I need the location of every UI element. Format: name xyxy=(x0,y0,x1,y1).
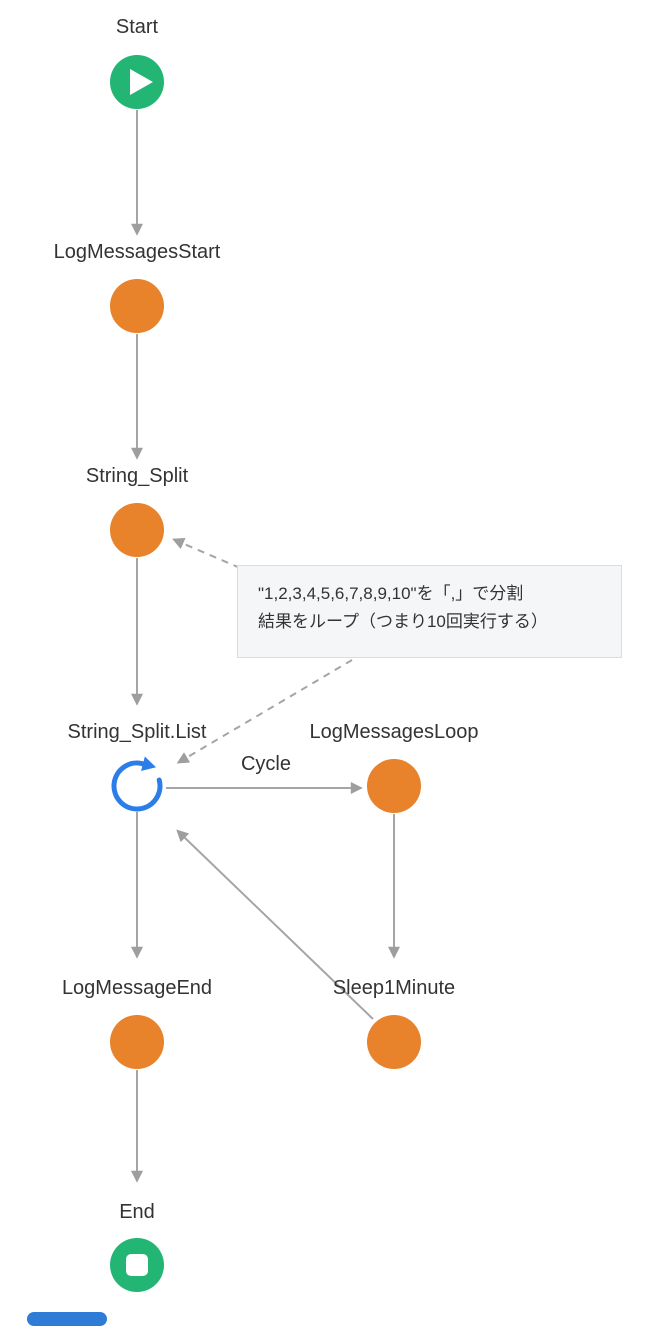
node-label-stringsplitlist: String_Split.List xyxy=(67,721,207,743)
node-label-logmessagesstart: LogMessagesStart xyxy=(53,241,221,263)
node-label-logmessagesloop: LogMessagesLoop xyxy=(309,721,479,743)
annotation-note-line1: "1,2,3,4,5,6,7,8,9,10"を「,」で分割 xyxy=(258,584,524,603)
node-sleep1minute[interactable] xyxy=(367,1015,421,1069)
edge-label-cycle: Cycle xyxy=(240,753,291,775)
node-label-stringsplit: String_Split xyxy=(85,465,189,487)
note-link-to-stringsplit xyxy=(172,537,241,569)
node-end[interactable] xyxy=(110,1238,164,1292)
loop-arrowhead-icon xyxy=(141,756,156,771)
annotation-note-line2: 結果をループ（つまり10回実行する） xyxy=(258,612,548,631)
node-logmessagesstart[interactable] xyxy=(110,279,164,333)
node-label-sleep1minute: Sleep1Minute xyxy=(332,977,456,999)
node-stringsplitlist[interactable] xyxy=(105,754,169,818)
node-label-start: Start xyxy=(115,16,159,38)
node-start[interactable] xyxy=(110,55,164,109)
node-label-end: End xyxy=(119,1201,155,1223)
play-icon xyxy=(130,69,153,95)
stop-icon xyxy=(126,1254,148,1276)
annotation-note: "1,2,3,4,5,6,7,8,9,10"を「,」で分割 結果をループ（つまり… xyxy=(237,565,622,658)
loop-icon xyxy=(111,760,163,812)
horizontal-scrollbar-thumb[interactable] xyxy=(27,1312,107,1326)
node-logmessagesloop[interactable] xyxy=(367,759,421,813)
node-label-logmessageend: LogMessageEnd xyxy=(61,977,213,999)
node-logmessageend[interactable] xyxy=(110,1015,164,1069)
node-stringsplit[interactable] xyxy=(110,503,164,557)
